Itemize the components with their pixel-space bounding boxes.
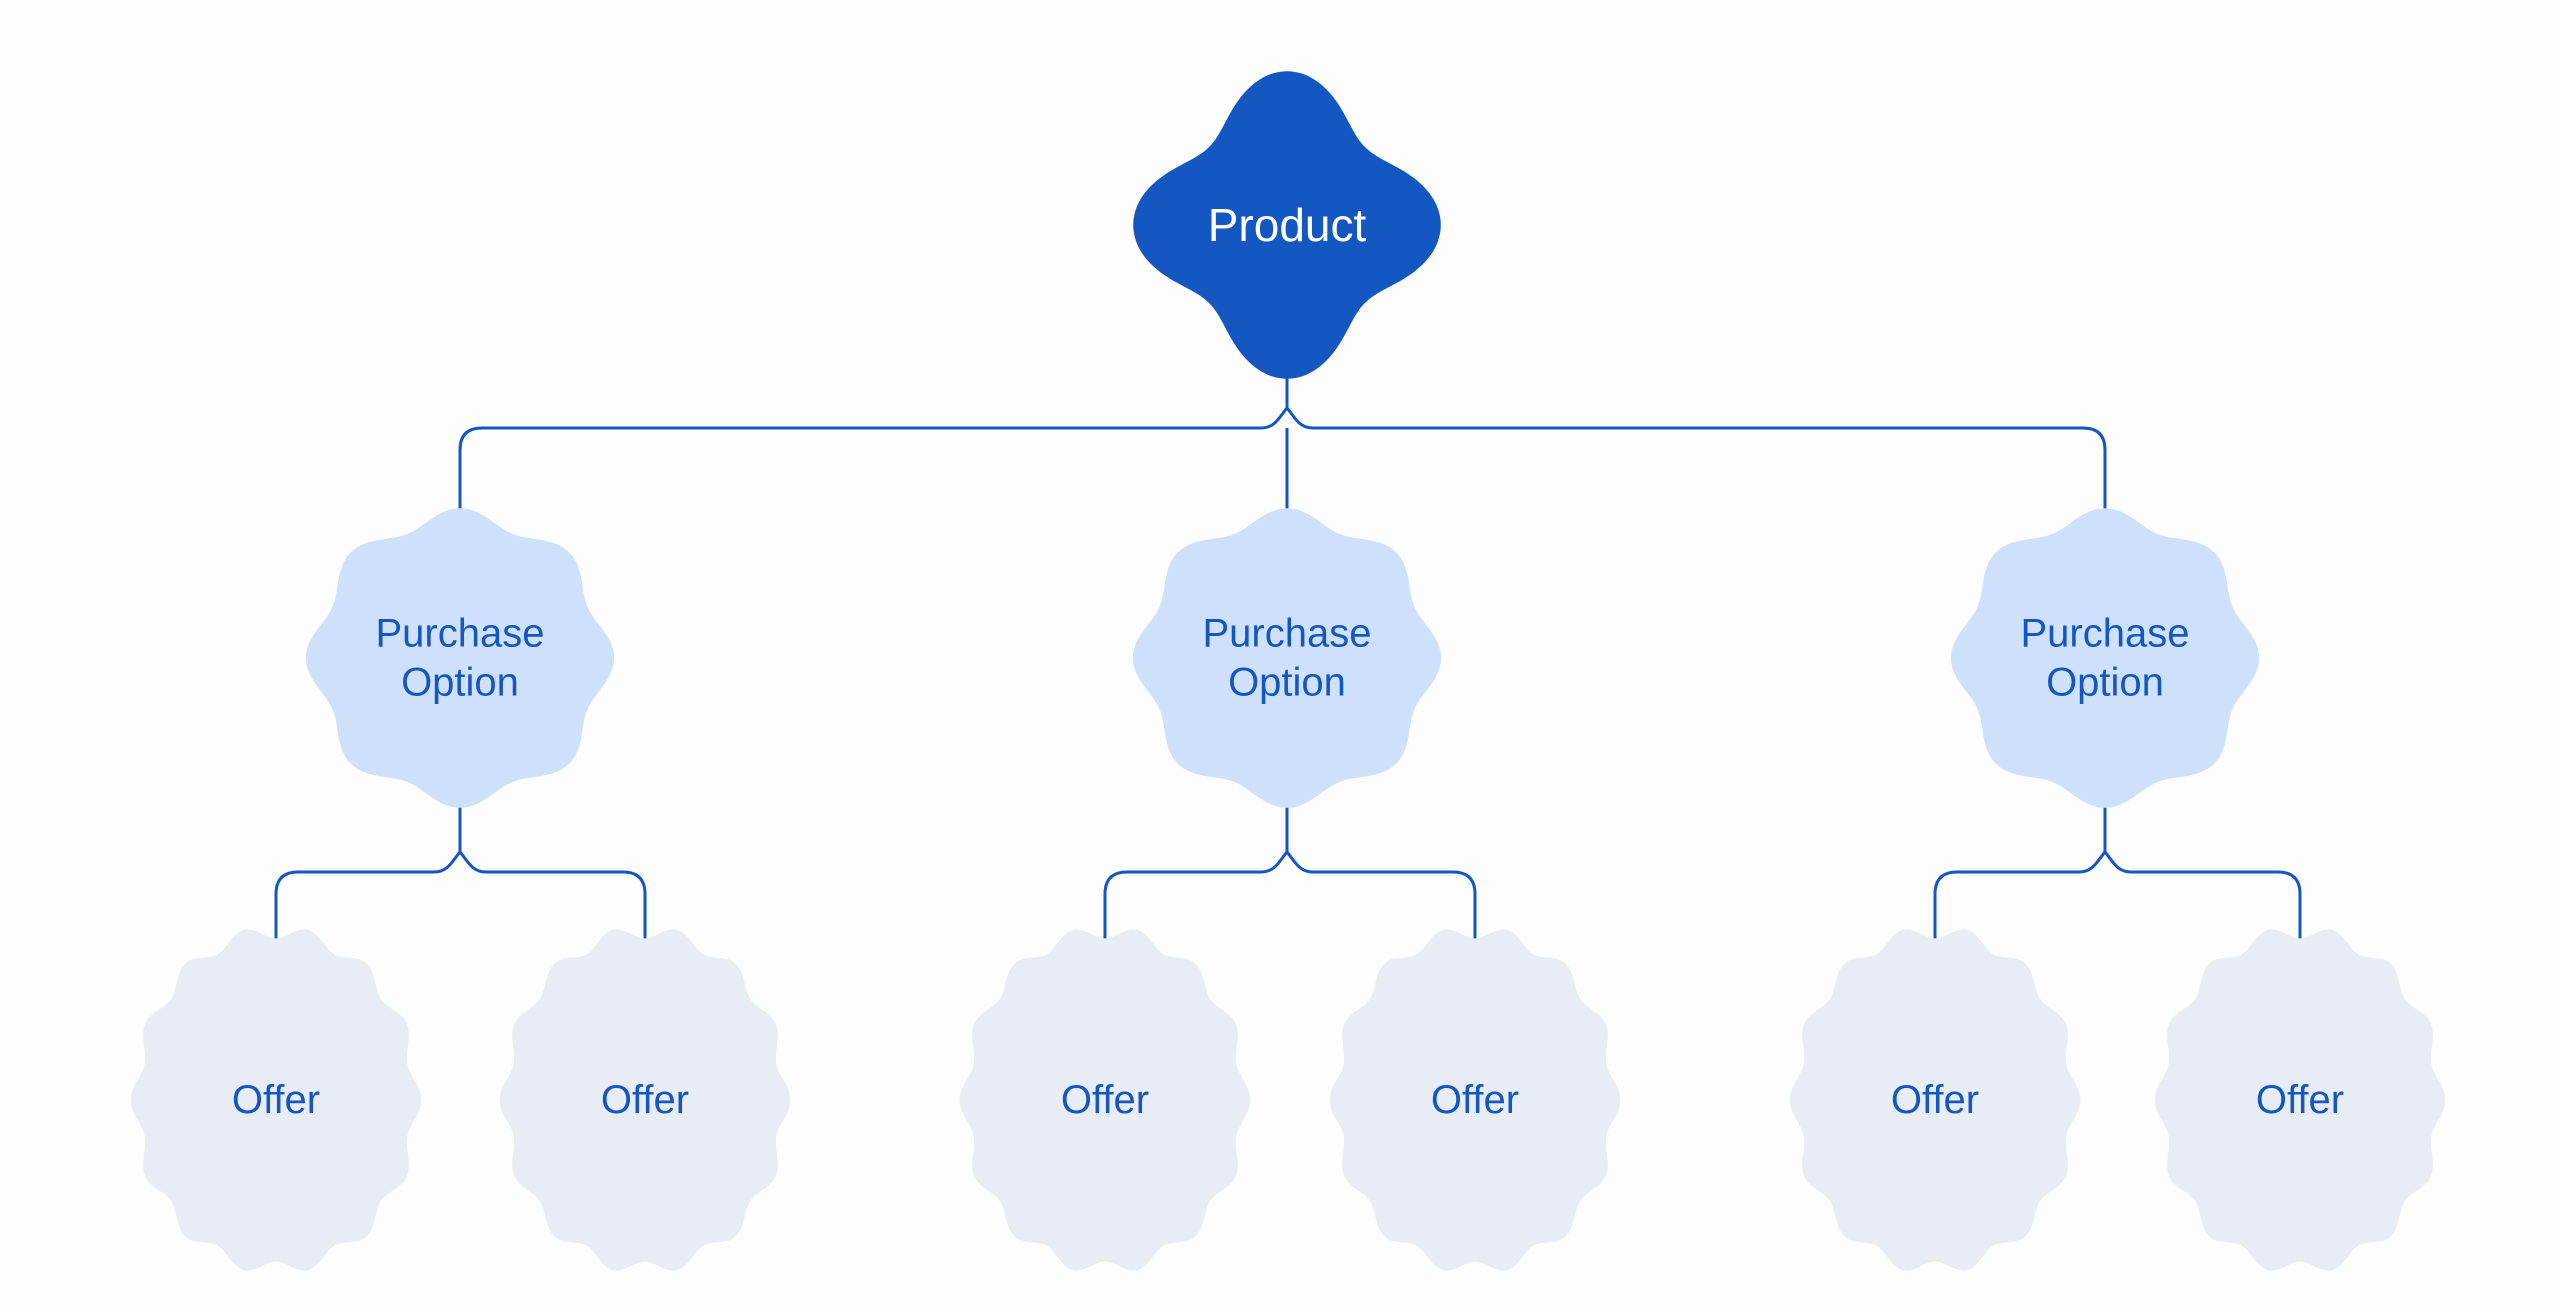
offer-node-1[interactable]: Offer bbox=[130, 929, 422, 1271]
purchase-option-1-to-offers-right-arm bbox=[458, 851, 647, 944]
product-to-purchase-options-left-arm bbox=[458, 407, 1289, 522]
purchase-option-3-to-offers-right-arm bbox=[2103, 851, 2302, 944]
connector-layer bbox=[274, 353, 2302, 944]
offer-node-5-shape[interactable] bbox=[1789, 929, 2081, 1271]
offer-node-1-shape[interactable] bbox=[130, 929, 422, 1271]
purchase-option-node-1-shape[interactable] bbox=[305, 508, 615, 808]
offer-node-6[interactable]: Offer bbox=[2154, 929, 2446, 1271]
offer-node-2-shape[interactable] bbox=[499, 929, 791, 1271]
purchase-option-node-2-shape[interactable] bbox=[1132, 508, 1442, 808]
offer-node-5[interactable]: Offer bbox=[1789, 929, 2081, 1271]
product-node-shape[interactable] bbox=[1133, 71, 1441, 379]
offer-node-4[interactable]: Offer bbox=[1329, 929, 1621, 1271]
product-node[interactable]: Product bbox=[1133, 71, 1441, 379]
offer-node-2[interactable]: Offer bbox=[499, 929, 791, 1271]
purchase-option-1-to-offers-left-arm bbox=[274, 851, 462, 944]
purchase-option-3-to-offers-left-arm bbox=[1933, 851, 2107, 944]
offer-node-3-shape[interactable] bbox=[959, 929, 1251, 1271]
offer-node-3[interactable]: Offer bbox=[959, 929, 1251, 1271]
purchase-option-2-to-offers-left-arm bbox=[1103, 851, 1289, 944]
purchase-option-2-to-offers-right-arm bbox=[1285, 851, 1477, 944]
product-to-purchase-options-right-arm bbox=[1285, 407, 2107, 522]
purchase-option-node-3-shape[interactable] bbox=[1950, 508, 2260, 808]
offer-node-6-shape[interactable] bbox=[2154, 929, 2446, 1271]
offer-node-4-shape[interactable] bbox=[1329, 929, 1621, 1271]
